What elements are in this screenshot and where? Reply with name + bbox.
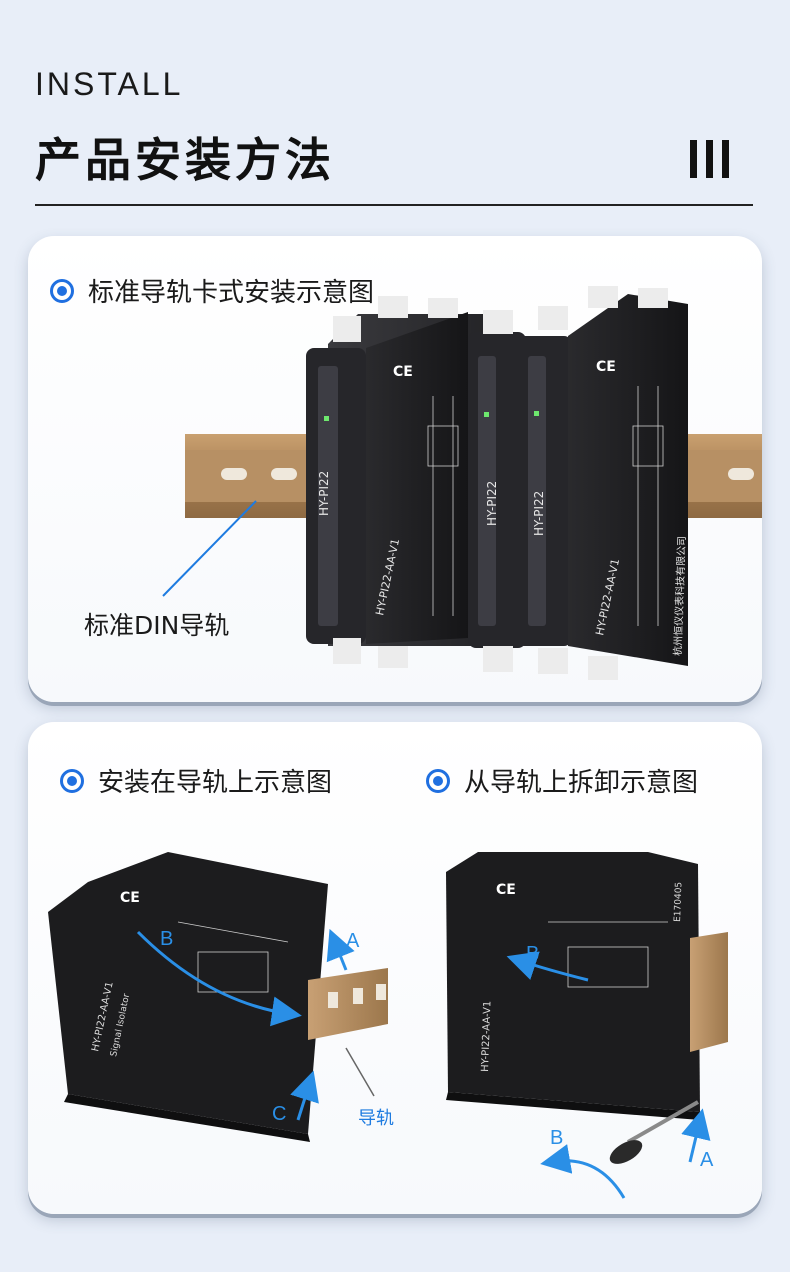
- dismount-device: CE HY-PI22-AA-V1 E170405: [446, 852, 700, 1120]
- roman-three-icon: [690, 140, 730, 178]
- mount-rail: [308, 968, 388, 1040]
- card1-caption-text: 标准导轨卡式安装示意图: [88, 278, 375, 308]
- arrow-a-dismount: [681, 1108, 711, 1163]
- label-b-dismount-top: B: [526, 943, 539, 965]
- din-rail: [185, 434, 762, 518]
- mount-dismount-card: 安装在导轨上示意图 从导轨上拆卸示意图 CE HY-PI22-AA-V1 Sig…: [28, 722, 762, 1214]
- arrow-b-mount: [136, 930, 302, 1027]
- device-1-model-short: HY-PI22: [317, 471, 331, 516]
- rail-pointer-line: [162, 500, 257, 597]
- device-module-1: CE HY-PI22 HY-PI22-AA-V1: [306, 296, 498, 668]
- arrow-a-mount: [326, 928, 355, 971]
- page-title: 产品安装方法: [35, 133, 335, 187]
- din-rail-install-card: 标准导轨卡式安装示意图: [28, 236, 762, 702]
- bullet-icon: [60, 768, 84, 793]
- mount-ce-mark: CE: [120, 890, 140, 906]
- mount-device: CE HY-PI22-AA-V1 Signal Isolator: [48, 852, 328, 1142]
- label-b-dismount-bottom: B: [550, 1127, 563, 1149]
- device-3-model-short: HY-PI22: [532, 491, 546, 536]
- label-c-mount: C: [272, 1103, 286, 1125]
- dismount-rail: [690, 932, 728, 1052]
- device-2-model-short: HY-PI22: [485, 481, 499, 526]
- arrow-b-dismount-top: [506, 951, 589, 982]
- device-module-3: CE HY-PI22 HY-PI22-AA-V1 杭州恒仪仪表科技有限公司: [516, 286, 688, 680]
- bullet-icon: [426, 768, 450, 793]
- din-rail-illustration: CE HY-PI22 HY-PI22-AA-V1 HY-PI22: [162, 286, 762, 680]
- dismount-ce-mark: CE: [496, 882, 516, 898]
- device-3-maker: 杭州恒仪仪表科技有限公司: [671, 536, 688, 656]
- mount-dismount-illustration: CE HY-PI22-AA-V1 Signal Isolator B A C C…: [48, 852, 728, 1199]
- din-rail-label: 标准DIN导轨: [84, 611, 230, 640]
- rail-pointer: [345, 1047, 375, 1097]
- card1-caption: 标准导轨卡式安装示意图: [50, 272, 374, 309]
- mount-caption-text: 安装在导轨上示意图: [98, 768, 333, 798]
- bullet-icon: [50, 278, 74, 303]
- header-divider: [35, 204, 753, 206]
- dismount-code: E170405: [673, 882, 684, 922]
- label-b-mount: B: [160, 928, 173, 950]
- ce-mark-2: CE: [596, 359, 616, 375]
- rail-label: 导轨: [358, 1108, 394, 1129]
- section-kicker: INSTALL: [35, 66, 184, 102]
- arrow-c-mount: [290, 1070, 319, 1121]
- ce-mark: CE: [393, 364, 413, 380]
- mount-caption: 安装在导轨上示意图: [60, 762, 332, 799]
- page-header: INSTALL 产品安装方法: [0, 0, 790, 215]
- device-module-2: HY-PI22: [468, 310, 526, 672]
- label-a-mount: A: [346, 930, 360, 952]
- dismount-model: HY-PI22-AA-V1: [480, 1001, 493, 1072]
- label-a-dismount: A: [700, 1149, 714, 1171]
- arrow-b-dismount-bottom: [540, 1144, 626, 1199]
- dismount-caption: 从导轨上拆卸示意图: [426, 762, 698, 799]
- dismount-caption-text: 从导轨上拆卸示意图: [464, 768, 699, 798]
